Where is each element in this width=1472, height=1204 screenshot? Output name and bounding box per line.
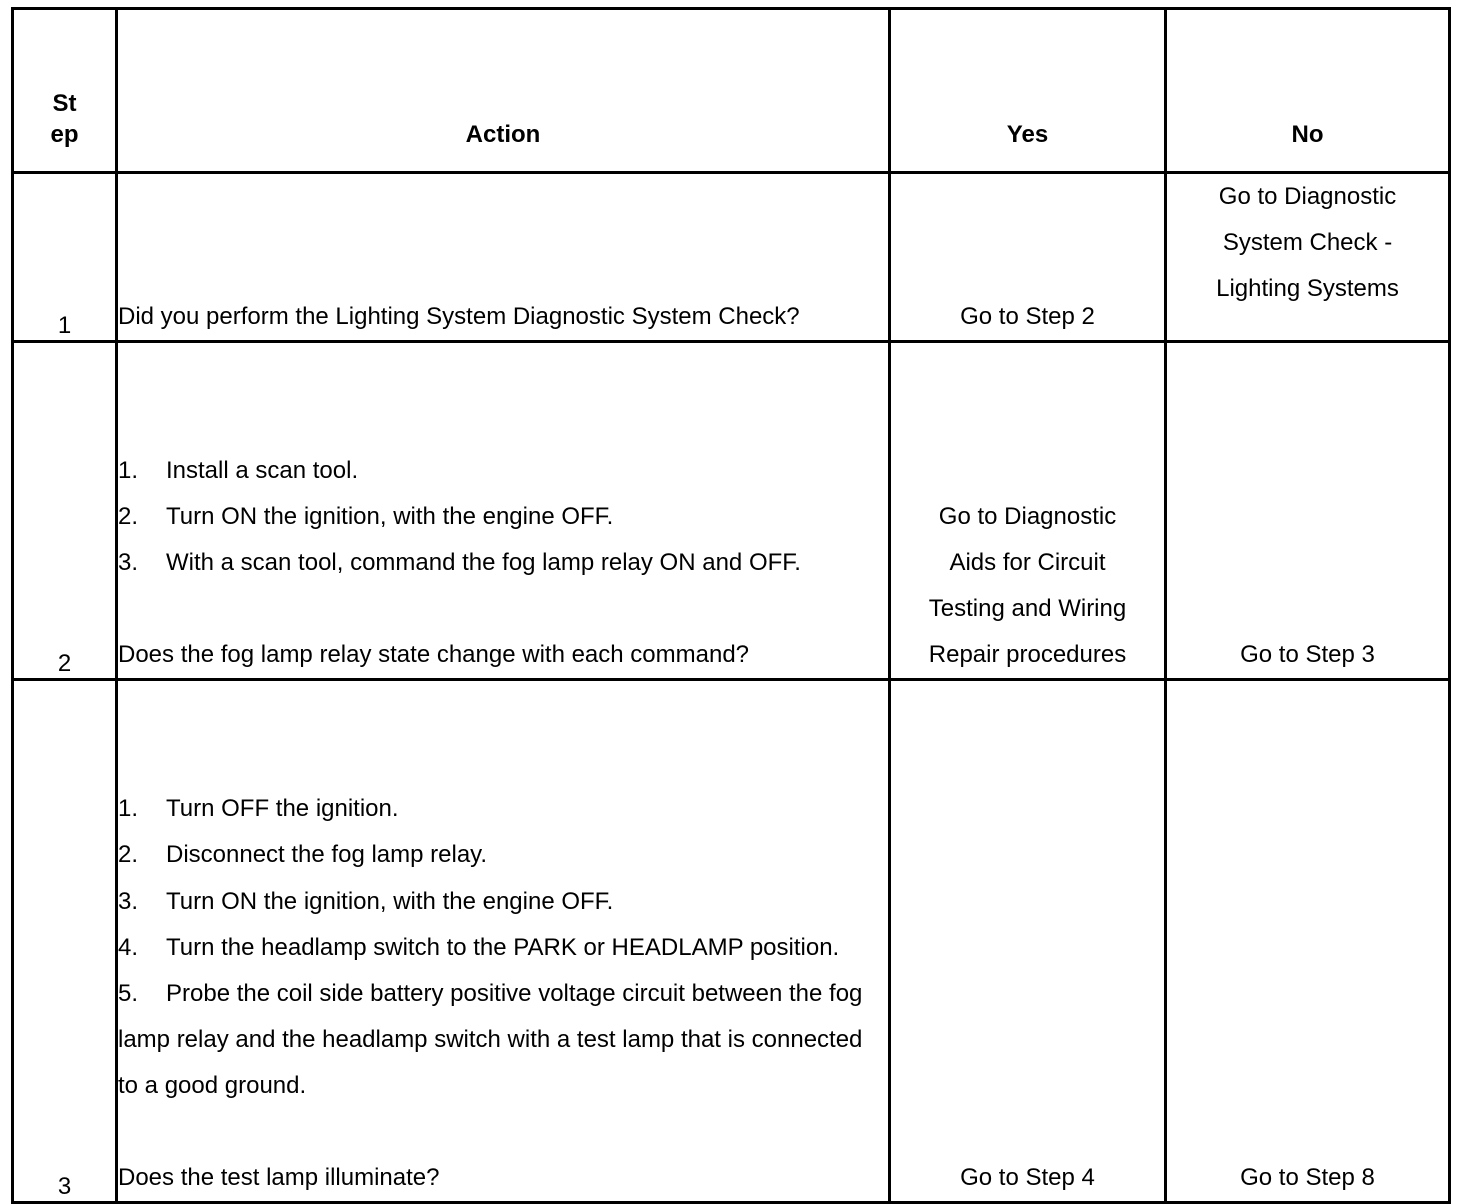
blank-line: [118, 1109, 888, 1155]
yes-line: Testing and Wiring: [928, 594, 1127, 622]
step-number-cell: 3: [11, 678, 118, 1204]
step-number-cell: 2: [11, 340, 118, 681]
no-cell: Go to Step 3: [1164, 340, 1451, 681]
column-header-step-line1: St: [52, 89, 77, 117]
action-step-text: Turn ON the ignition, with the engine OF…: [166, 502, 614, 530]
action-step-number: 1.: [118, 456, 139, 484]
column-header-no: No: [1164, 7, 1451, 174]
column-header-action: Action: [115, 7, 891, 174]
action-step-list: 1. Install a scan tool. 2. Turn ON the ign…: [118, 448, 888, 586]
action-step-list: 1. Turn OFF the ignition. 2. Disconnect th…: [118, 786, 888, 1109]
action-step-text: Install a scan tool.: [166, 456, 359, 484]
action-step-item: 1. Turn OFF the ignition.: [118, 786, 888, 832]
no-line: Go to Diagnostic: [1218, 183, 1397, 210]
diagnostic-procedure-table: St ep Action Yes No 1 Did you perform th…: [11, 7, 1451, 1204]
action-step-number: 2.: [118, 841, 139, 869]
action-paragraph: Did you perform the Lighting System Diag…: [118, 302, 800, 330]
yes-line: Go to Step 4: [960, 1163, 1095, 1191]
action-step-text: Turn ON the ignition, with the engine OF…: [166, 887, 614, 915]
no-cell: Go to Diagnostic System Check - Lighting…: [1164, 171, 1451, 343]
no-line: Lighting Systems: [1216, 275, 1399, 303]
action-cell: 1. Install a scan tool. 2. Turn ON the ign…: [115, 340, 891, 681]
action-step-number: 5.: [118, 979, 139, 1007]
action-step-item: 5.Probe the coil side battery positive v…: [118, 971, 888, 1109]
table-row: 3 1. Turn OFF the ignition. 2. Disconnect …: [11, 678, 1451, 1204]
action-step-item: 2. Turn ON the ignition, with the engine …: [118, 494, 888, 540]
action-step-number: 2.: [118, 502, 139, 530]
action-step-item: 1. Install a scan tool.: [118, 448, 888, 494]
yes-line: Aids for Circuit: [949, 548, 1106, 576]
yes-cell: Go to Step 4: [888, 678, 1167, 1204]
table-header-row: St ep Action Yes No: [11, 7, 1451, 174]
table-row: 2 1. Install a scan tool. 2. Turn ON the i…: [11, 340, 1451, 681]
yes-cell: Go to Diagnostic Aids for Circuit Testin…: [888, 340, 1167, 681]
action-step-number: 4.: [118, 933, 139, 961]
step-number-cell: 1: [11, 171, 118, 343]
action-step-text: Turn OFF the ignition.: [166, 795, 399, 823]
no-line: Go to Step 3: [1240, 640, 1375, 668]
action-cell: Did you perform the Lighting System Diag…: [115, 171, 891, 343]
no-line: Go to Step 8: [1240, 1163, 1375, 1191]
yes-cell: Go to Step 2: [888, 171, 1167, 343]
action-step-text: With a scan tool, command the fog lamp r…: [166, 548, 801, 576]
action-step-item: 3. Turn ON the ignition, with the engine …: [118, 879, 888, 925]
table-row: 1 Did you perform the Lighting System Di…: [11, 171, 1451, 343]
action-step-number: 1.: [118, 795, 139, 823]
blank-line: [118, 586, 888, 632]
action-question: Does the test lamp illuminate?: [118, 1163, 440, 1191]
column-header-yes: Yes: [888, 7, 1167, 174]
action-step-number: 3.: [118, 548, 139, 576]
action-step-text: Turn the headlamp switch to the PARK or …: [166, 933, 840, 961]
action-step-number: 3.: [118, 887, 139, 915]
action-question: Does the fog lamp relay state change wit…: [118, 640, 750, 668]
action-step-item: 4. Turn the headlamp switch to the PARK o…: [118, 925, 888, 971]
yes-line: Go to Step 2: [960, 302, 1095, 330]
yes-line: Repair procedures: [928, 640, 1127, 668]
action-step-item: 3. With a scan tool, command the fog lamp…: [118, 540, 888, 586]
action-step-item: 2. Disconnect the fog lamp relay.: [118, 832, 888, 878]
action-step-text: Disconnect the fog lamp relay.: [166, 841, 488, 869]
action-cell: 1. Turn OFF the ignition. 2. Disconnect th…: [115, 678, 891, 1204]
no-line: System Check -: [1222, 229, 1393, 257]
column-header-step-line2: ep: [50, 121, 79, 149]
column-header-step: St ep: [11, 7, 118, 174]
yes-line: Go to Diagnostic: [938, 502, 1117, 530]
no-cell: Go to Step 8: [1164, 678, 1451, 1204]
action-step-text: Probe the coil side battery positive vol…: [118, 979, 863, 1099]
